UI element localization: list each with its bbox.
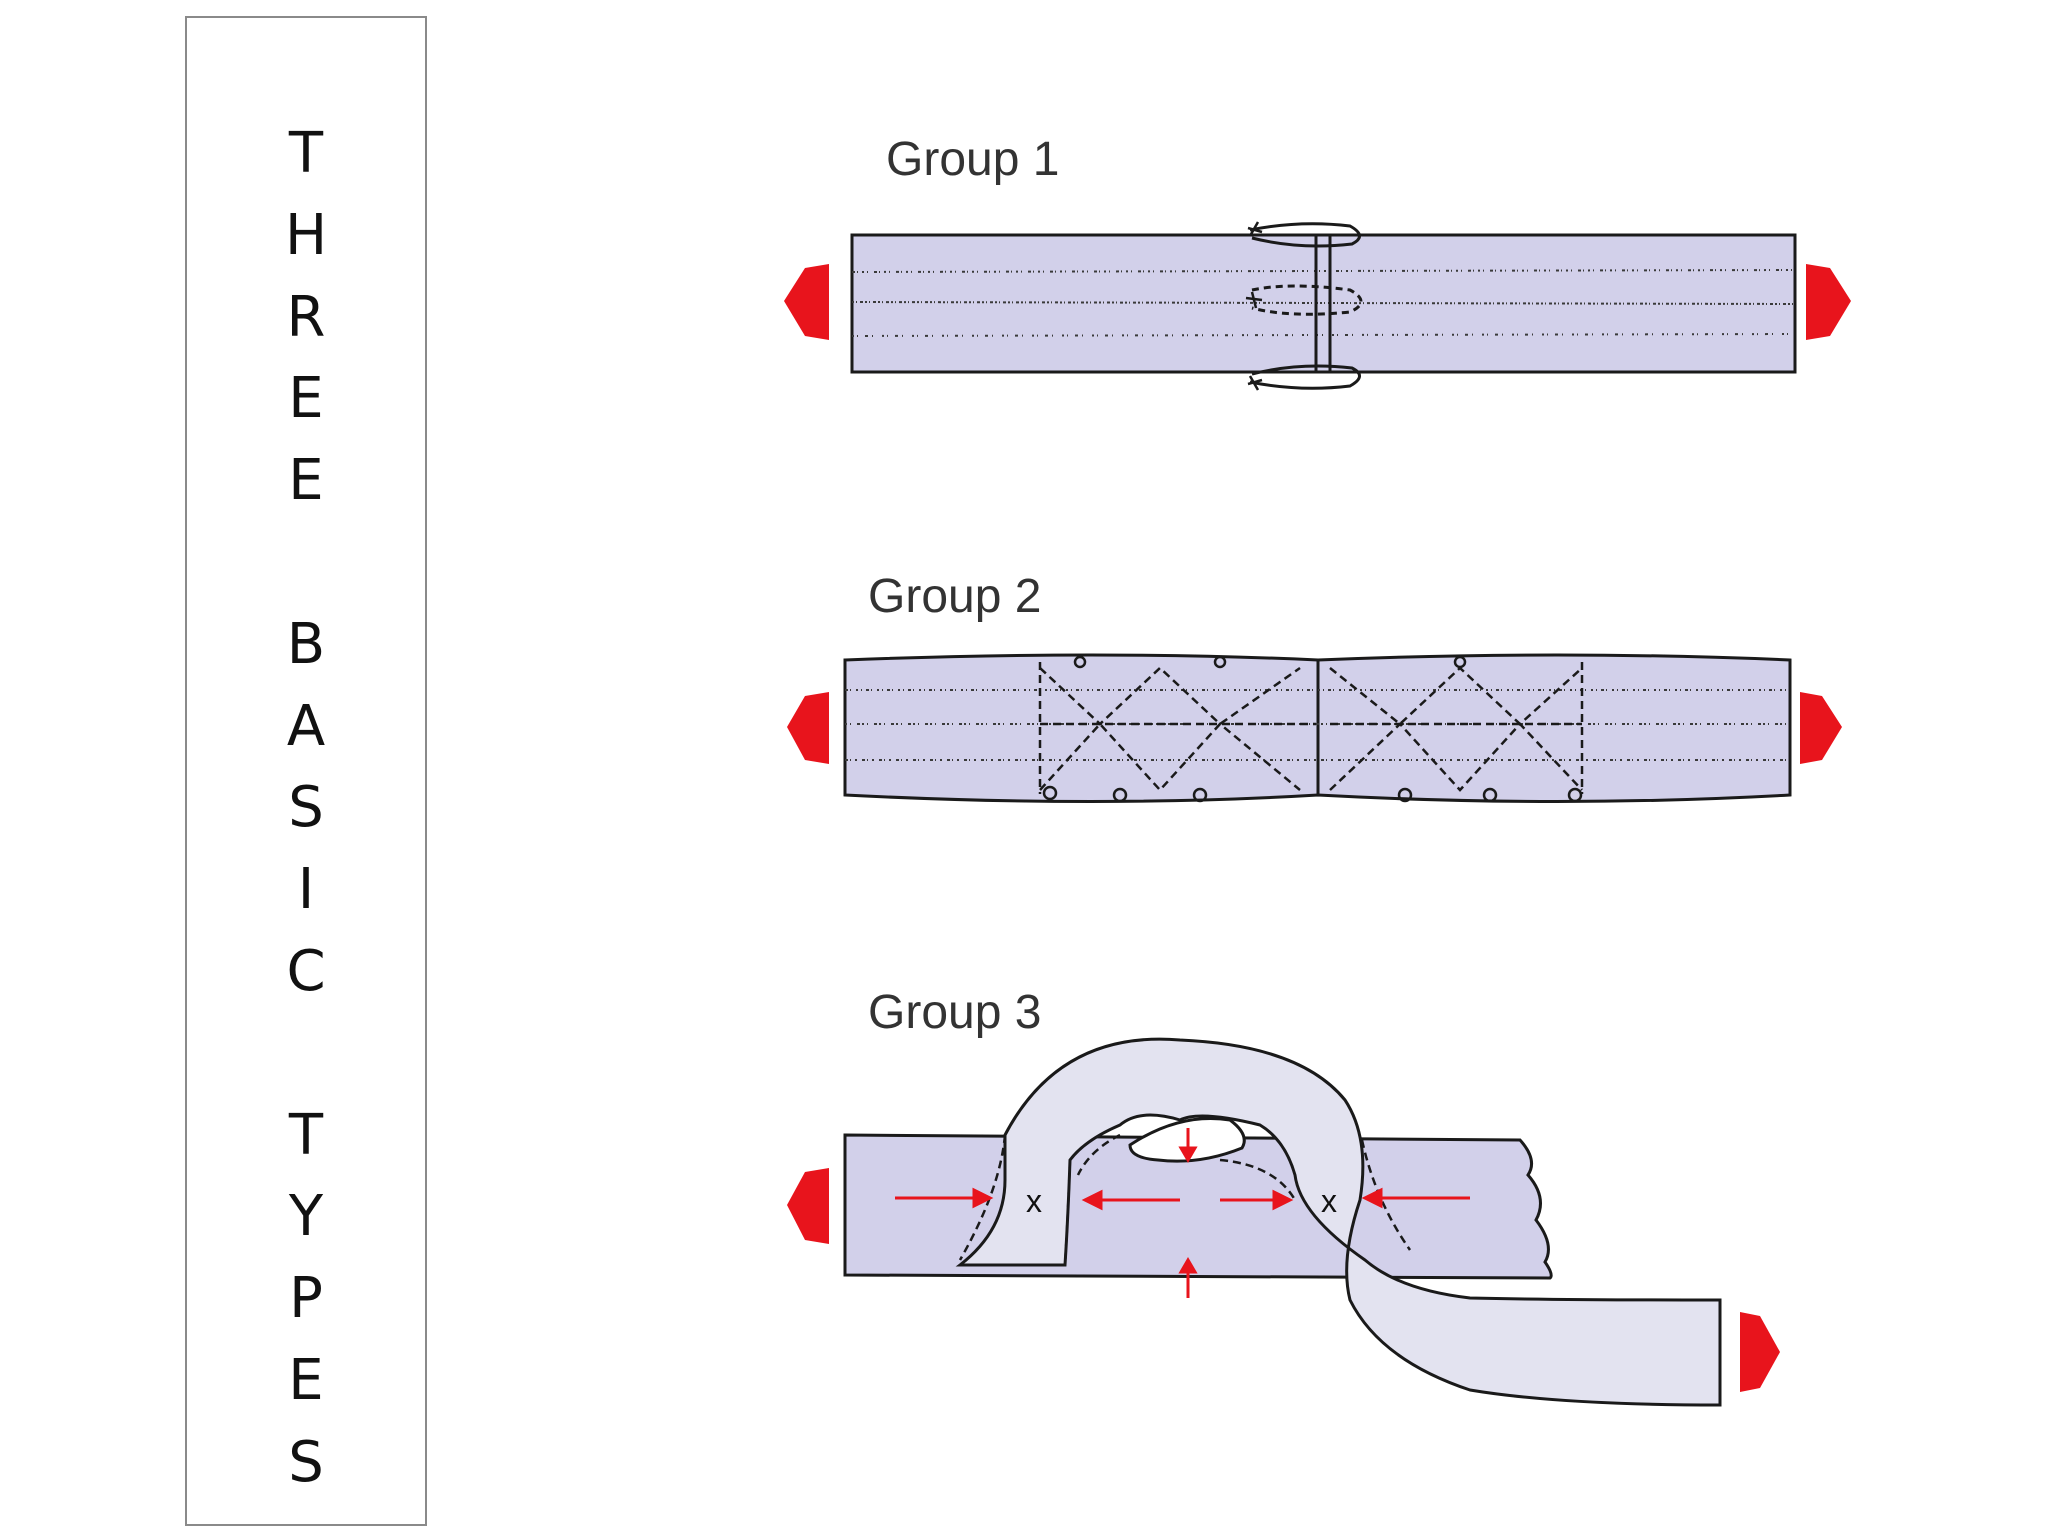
side-title-letter: I bbox=[297, 857, 315, 923]
side-title-letter: B bbox=[286, 611, 326, 677]
group-1-right-arrow bbox=[1806, 264, 1851, 340]
side-title-letter: E bbox=[288, 448, 324, 514]
side-title-letter: T bbox=[288, 1102, 324, 1168]
side-title-letter: H bbox=[284, 202, 328, 268]
side-title-letter: S bbox=[288, 775, 324, 841]
side-title-letter: T bbox=[288, 121, 324, 186]
group-3-right-arrow bbox=[1740, 1312, 1780, 1392]
side-title-letter: S bbox=[288, 1429, 324, 1495]
group-3-tendon-loop bbox=[955, 1037, 1722, 1407]
group-1-title: Group 1 bbox=[886, 133, 1060, 186]
group-2-title: Group 2 bbox=[868, 570, 1042, 623]
group-2-figure bbox=[787, 653, 1842, 803]
group-1-left-arrow bbox=[784, 264, 829, 340]
group-2-suture bbox=[1038, 662, 1584, 794]
group-3-figure: x x bbox=[787, 1037, 1780, 1407]
group-3-title: Group 3 bbox=[868, 986, 1042, 1039]
group-2-left-arrow bbox=[787, 692, 829, 764]
group-2-right-arrow bbox=[1800, 692, 1842, 764]
side-title-letter: Y bbox=[288, 1184, 324, 1250]
side-title-letter: C bbox=[286, 939, 326, 1004]
group-1-suture bbox=[1245, 221, 1363, 391]
side-title-letter: E bbox=[288, 366, 324, 432]
group-1-tendon bbox=[850, 233, 1797, 374]
side-title-letter: A bbox=[286, 693, 326, 759]
group-3-left-arrow bbox=[787, 1168, 829, 1244]
group-3-mark-left: x bbox=[1026, 1183, 1042, 1219]
side-title-letter: E bbox=[288, 1348, 324, 1413]
group-1-figure bbox=[784, 221, 1851, 391]
group-3-force-arrows bbox=[895, 1128, 1470, 1298]
side-title-letter: P bbox=[289, 1266, 323, 1332]
side-title-letter: R bbox=[286, 284, 326, 350]
group-3-mark-right: x bbox=[1321, 1183, 1337, 1219]
